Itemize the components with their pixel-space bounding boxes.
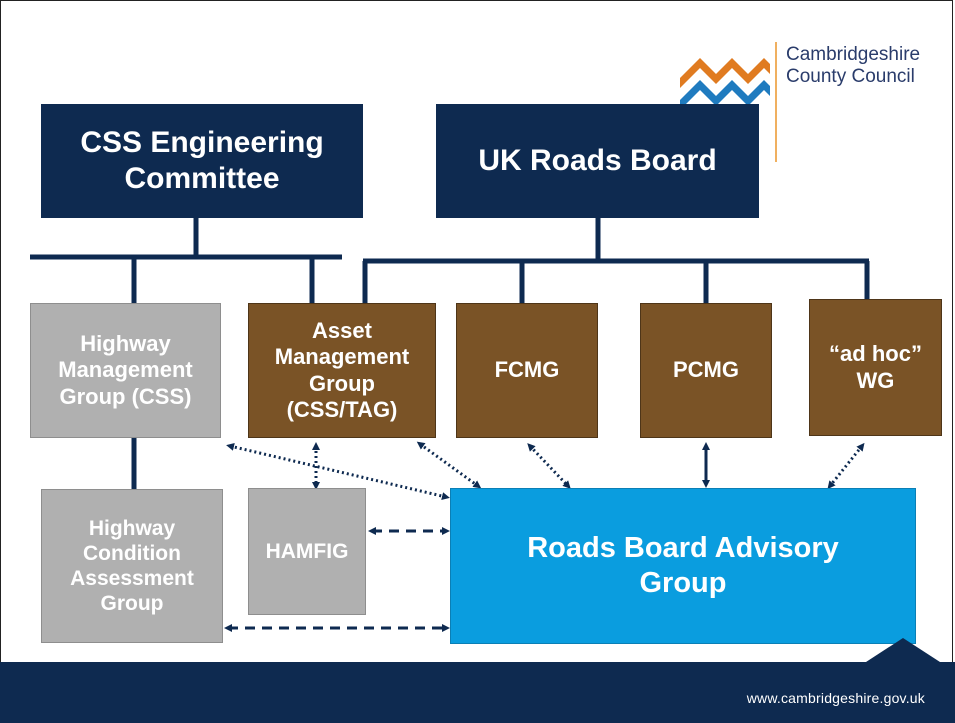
uk-roads-board-box: UK Roads Board [436, 104, 759, 218]
asset-rbag-arrow [416, 441, 482, 489]
adhoc-arrow [827, 442, 865, 490]
highway-condition-assessment-group-box: Highway Condition Assessment Group [41, 489, 223, 643]
footer-bar [0, 662, 955, 723]
arrows [224, 441, 865, 632]
ad-hoc-wg-box: “ad hoc” WG [809, 299, 942, 436]
fcmg-box: FCMG [456, 303, 598, 438]
hierarchy-lines [30, 218, 870, 489]
fcmg-arrow [527, 443, 571, 489]
highway-mgmt-arrow [226, 443, 450, 500]
hamfig-box: HAMFIG [248, 488, 366, 615]
highway-management-group-box: Highway Management Group (CSS) [30, 303, 221, 438]
asset-management-group-box: Asset Management Group (CSS/TAG) [248, 303, 436, 438]
council-logo-text: Cambridgeshire County Council [786, 44, 921, 87]
css-engineering-committee-box: CSS Engineering Committee [41, 104, 363, 218]
pcmg-box: PCMG [640, 303, 772, 438]
roads-board-advisory-group-box: Roads Board Advisory Group [450, 488, 916, 644]
footer-url: www.cambridgeshire.gov.uk [746, 690, 925, 706]
